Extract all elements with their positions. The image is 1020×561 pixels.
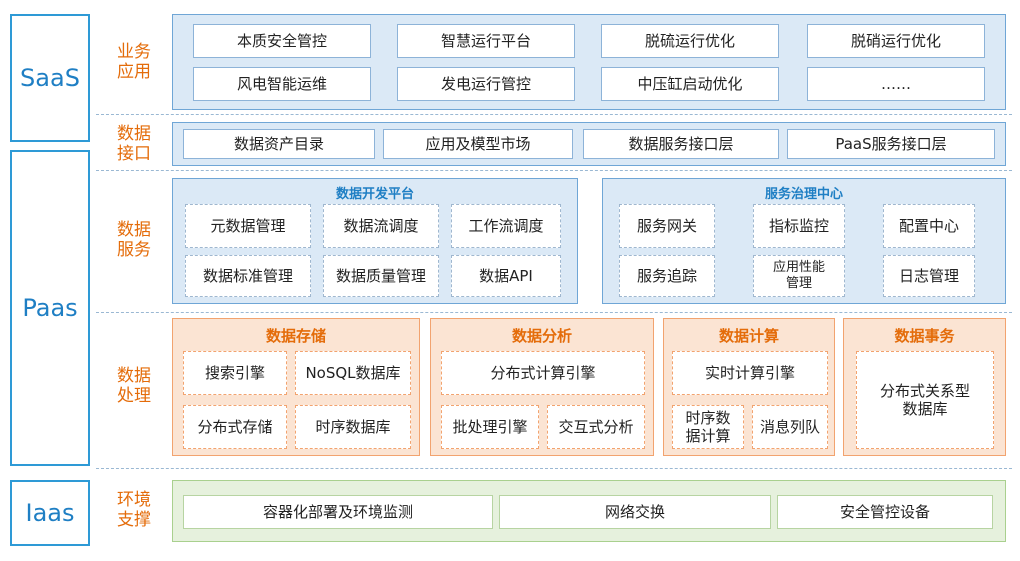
service-governance-title: 服务治理中心 <box>764 187 843 202</box>
compute-item: 时序数 据计算 <box>672 405 744 449</box>
governance-item: 服务网关 <box>619 204 715 248</box>
tier-iaas-label: Iaas <box>25 499 75 527</box>
data-transaction-title: 数据事务 <box>894 327 955 345</box>
layer-label-business: 业务 应用 <box>117 42 151 82</box>
layer-label-interface: 数据 接口 <box>117 124 151 164</box>
storage-item: 时序数据库 <box>295 405 411 449</box>
data-analysis-title: 数据分析 <box>511 327 572 345</box>
business-app-box: 中压缸启动优化 <box>601 67 779 101</box>
layer-label-processing: 数据 处理 <box>117 366 151 406</box>
data-interface-panel: 数据资产目录 应用及模型市场 数据服务接口层 PaaS服务接口层 <box>172 122 1006 166</box>
dev-platform-item: 工作流调度 <box>451 204 561 248</box>
env-item: 网络交换 <box>499 495 771 529</box>
interface-box: 数据资产目录 <box>183 129 375 159</box>
analysis-item: 分布式计算引擎 <box>441 351 645 395</box>
interface-box: 数据服务接口层 <box>583 129 779 159</box>
governance-item: 服务追踪 <box>619 255 715 297</box>
governance-item: 应用性能 管理 <box>753 255 845 297</box>
analysis-item: 交互式分析 <box>547 405 645 449</box>
analysis-item: 批处理引擎 <box>441 405 539 449</box>
business-app-box: 脱硝运行优化 <box>807 24 985 58</box>
interface-box: 应用及模型市场 <box>383 129 573 159</box>
tier-saas-label: SaaS <box>20 64 80 92</box>
business-app-box: …… <box>807 67 985 101</box>
dev-platform-item: 元数据管理 <box>185 204 311 248</box>
interface-box: PaaS服务接口层 <box>787 129 995 159</box>
separator <box>96 468 1012 469</box>
governance-item: 日志管理 <box>883 255 975 297</box>
dev-platform-item: 数据质量管理 <box>323 255 439 297</box>
business-app-box: 脱硫运行优化 <box>601 24 779 58</box>
data-dev-platform-panel: 数据开发平台 元数据管理 数据流调度 工作流调度 数据标准管理 数据质量管理 数… <box>172 178 578 304</box>
compute-item: 实时计算引擎 <box>672 351 828 395</box>
data-analysis-panel: 数据分析 分布式计算引擎 批处理引擎 交互式分析 <box>430 318 654 456</box>
business-app-box: 发电运行管控 <box>397 67 575 101</box>
business-apps-panel: 本质安全管控 智慧运行平台 脱硫运行优化 脱硝运行优化 风电智能运维 发电运行管… <box>172 14 1006 110</box>
tier-iaas: Iaas <box>10 480 90 546</box>
governance-item: 指标监控 <box>753 204 845 248</box>
data-storage-title: 数据存储 <box>265 327 326 345</box>
data-storage-panel: 数据存储 搜索引擎 NoSQL数据库 分布式存储 时序数据库 <box>172 318 420 456</box>
env-item: 容器化部署及环境监测 <box>183 495 493 529</box>
service-governance-panel: 服务治理中心 服务网关 指标监控 配置中心 服务追踪 应用性能 管理 日志管理 <box>602 178 1006 304</box>
separator <box>96 312 1012 313</box>
separator <box>96 114 1012 115</box>
tier-saas: SaaS <box>10 14 90 142</box>
governance-item: 配置中心 <box>883 204 975 248</box>
layer-label-env: 环境 支撑 <box>117 490 151 530</box>
env-support-panel: 容器化部署及环境监测 网络交换 安全管控设备 <box>172 480 1006 542</box>
layer-label-service: 数据 服务 <box>117 220 151 260</box>
tier-paas: Paas <box>10 150 90 466</box>
tier-paas-label: Paas <box>22 294 78 322</box>
compute-item: 消息列队 <box>752 405 828 449</box>
dev-platform-item: 数据标准管理 <box>185 255 311 297</box>
business-app-box: 智慧运行平台 <box>397 24 575 58</box>
data-dev-platform-title: 数据开发平台 <box>335 187 414 202</box>
data-compute-title: 数据计算 <box>718 327 779 345</box>
separator <box>96 170 1012 171</box>
storage-item: 搜索引擎 <box>183 351 287 395</box>
dev-platform-item: 数据流调度 <box>323 204 439 248</box>
storage-item: NoSQL数据库 <box>295 351 411 395</box>
business-app-box: 风电智能运维 <box>193 67 371 101</box>
business-app-box: 本质安全管控 <box>193 24 371 58</box>
env-item: 安全管控设备 <box>777 495 993 529</box>
data-transaction-panel: 数据事务 分布式关系型 数据库 <box>843 318 1006 456</box>
data-compute-panel: 数据计算 实时计算引擎 时序数 据计算 消息列队 <box>663 318 835 456</box>
transaction-item: 分布式关系型 数据库 <box>856 351 994 449</box>
dev-platform-item: 数据API <box>451 255 561 297</box>
storage-item: 分布式存储 <box>183 405 287 449</box>
